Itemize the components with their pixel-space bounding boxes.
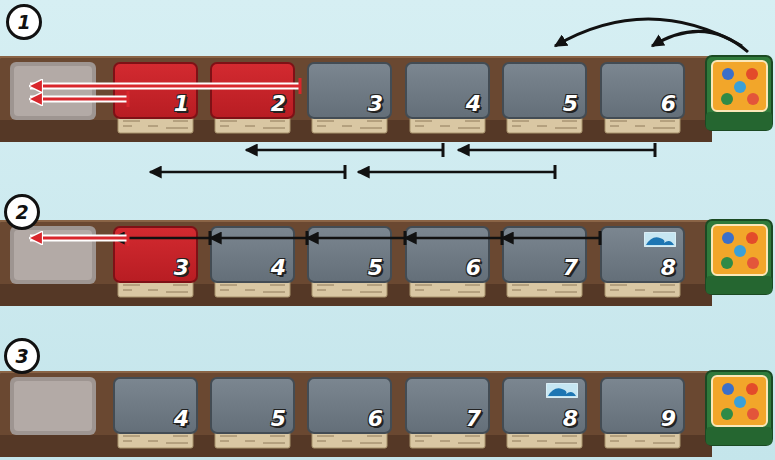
card-number: 4 xyxy=(271,255,286,281)
step-label: 2 xyxy=(15,202,28,222)
wave-icon xyxy=(644,232,676,247)
refill-arrow xyxy=(652,31,748,52)
shift-arrow xyxy=(358,171,555,174)
card-number: 3 xyxy=(368,91,383,117)
track-card: 3 xyxy=(307,62,392,119)
shift-arrow xyxy=(246,149,443,152)
shift-arrow xyxy=(405,237,502,240)
step-label: 1 xyxy=(17,12,30,32)
track-card: 7 xyxy=(502,226,587,283)
track-card: 4 xyxy=(210,226,295,283)
discard-arrow xyxy=(30,238,128,239)
refill-arrow xyxy=(555,19,742,46)
track-card: 6 xyxy=(307,377,392,434)
card-number: 7 xyxy=(466,406,481,432)
discard-card: 2 xyxy=(210,62,295,119)
step-number: 2 xyxy=(4,194,40,230)
track-row xyxy=(0,56,772,142)
discard-card: 3 xyxy=(113,226,198,283)
card-number: 5 xyxy=(368,255,383,281)
track-row xyxy=(0,220,772,306)
discard-arrow xyxy=(30,86,300,87)
card-number: 1 xyxy=(174,91,189,117)
shift-arrow xyxy=(150,171,345,174)
card-number: 8 xyxy=(563,406,578,432)
step-number: 1 xyxy=(6,4,42,40)
track-card: 5 xyxy=(307,226,392,283)
discard-card: 1 xyxy=(113,62,198,119)
discard-arrow xyxy=(30,99,128,100)
track-card: 4 xyxy=(113,377,198,434)
track-card: 4 xyxy=(405,62,490,119)
track-card: 6 xyxy=(405,226,490,283)
track-card: 5 xyxy=(502,62,587,119)
shift-arrow xyxy=(210,237,307,240)
wave-icon xyxy=(546,383,578,398)
shift-arrow xyxy=(502,237,600,240)
card-number: 6 xyxy=(466,255,481,281)
card-number: 5 xyxy=(563,91,578,117)
track-card: 7 xyxy=(405,377,490,434)
shift-arrow xyxy=(113,237,210,240)
step-number: 3 xyxy=(4,338,40,374)
shift-arrow xyxy=(458,149,655,152)
step-label: 3 xyxy=(15,346,28,366)
card-number: 7 xyxy=(563,255,578,281)
card-number: 6 xyxy=(368,406,383,432)
card-number: 4 xyxy=(466,91,481,117)
shift-arrow xyxy=(307,237,405,240)
card-number: 3 xyxy=(174,255,189,281)
track-card: 9 xyxy=(600,377,685,434)
track-card: 8 xyxy=(502,377,587,434)
track-row xyxy=(0,371,772,457)
card-number: 4 xyxy=(174,406,189,432)
card-number: 5 xyxy=(271,406,286,432)
track-card: 6 xyxy=(600,62,685,119)
track-card: 8 xyxy=(600,226,685,283)
card-number: 2 xyxy=(271,91,286,117)
card-number: 9 xyxy=(661,406,676,432)
track-card: 5 xyxy=(210,377,295,434)
card-number: 6 xyxy=(661,91,676,117)
card-number: 8 xyxy=(661,255,676,281)
